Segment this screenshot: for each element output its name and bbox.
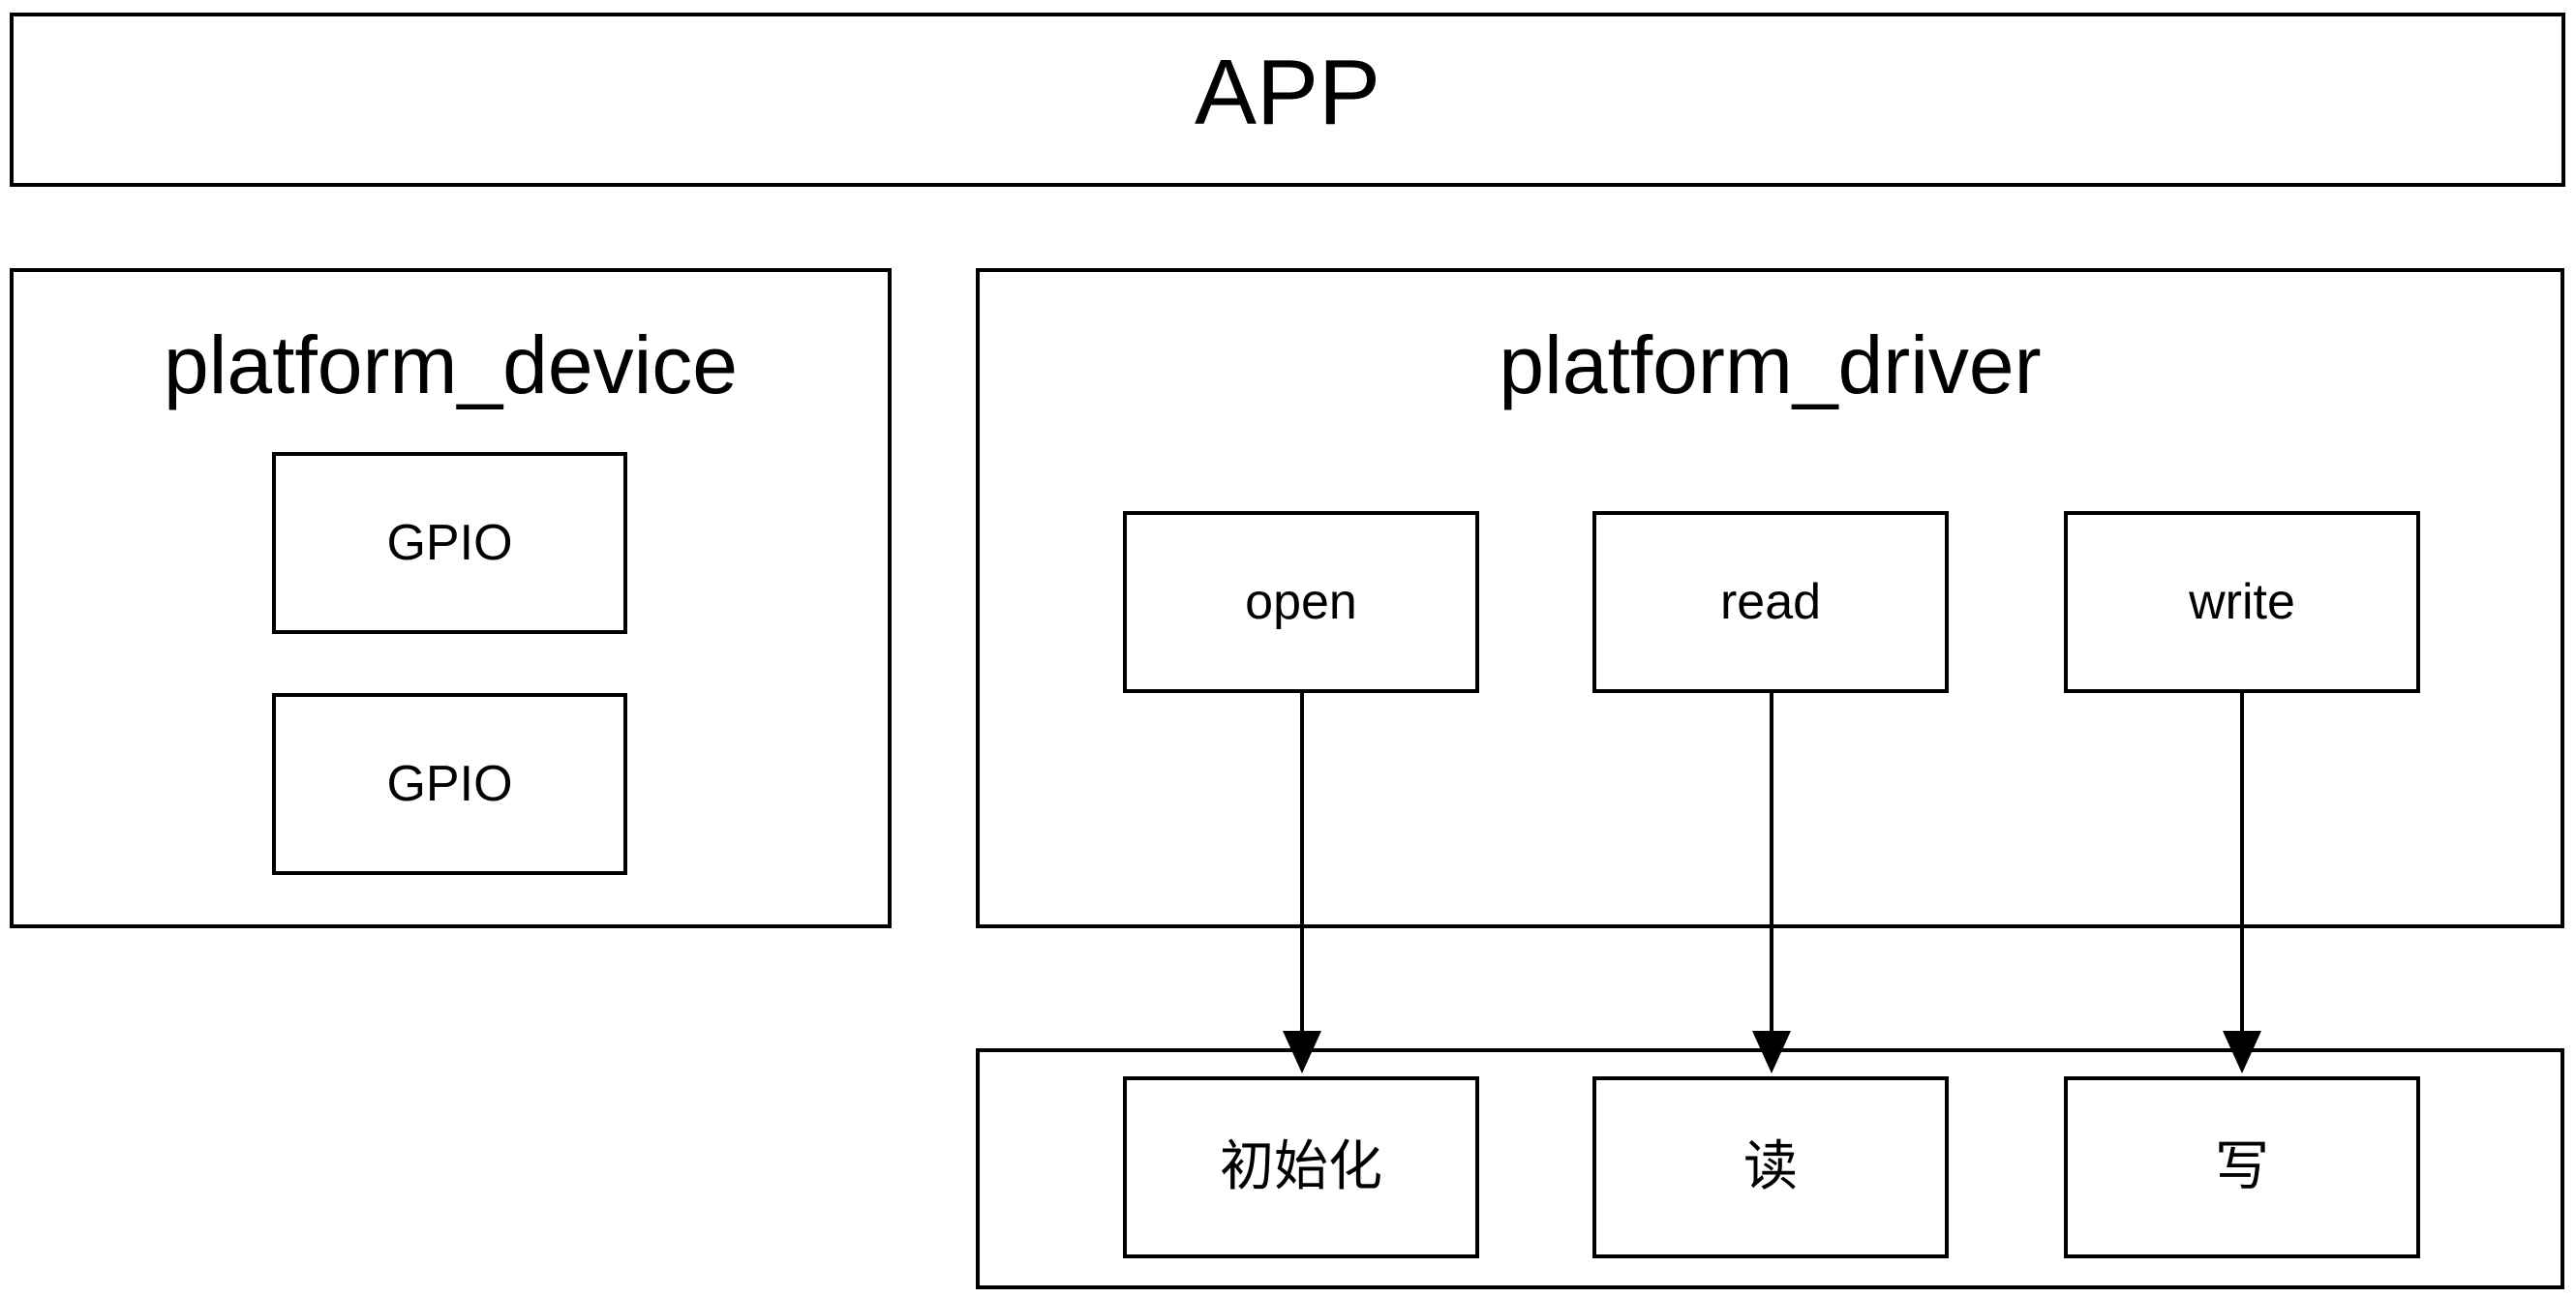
read-cn-box: 读 <box>1592 1076 1949 1258</box>
open-box-label: open <box>1245 574 1357 630</box>
gpio-box-2: GPIO <box>272 693 627 875</box>
gpio-box-2-label: GPIO <box>386 756 513 812</box>
open-box: open <box>1123 511 1479 693</box>
read-box-label: read <box>1719 574 1822 630</box>
write-cn-box: 写 <box>2064 1076 2420 1258</box>
gpio-box-1-label: GPIO <box>386 515 513 571</box>
read-box: read <box>1592 511 1949 693</box>
write-box: write <box>2064 511 2420 693</box>
write-cn-box-label: 写 <box>2215 1135 2269 1198</box>
init-box-label: 初始化 <box>1220 1135 1382 1198</box>
write-box-label: write <box>2189 574 2295 630</box>
app-label: APP <box>1194 41 1381 144</box>
app-box <box>10 13 2565 187</box>
gpio-box-1: GPIO <box>272 452 627 634</box>
platform-driver-title: platform_driver <box>1499 319 2042 410</box>
read-cn-box-label: 读 <box>1743 1135 1798 1198</box>
init-box: 初始化 <box>1123 1076 1479 1258</box>
platform-device-title: platform_device <box>164 319 738 410</box>
